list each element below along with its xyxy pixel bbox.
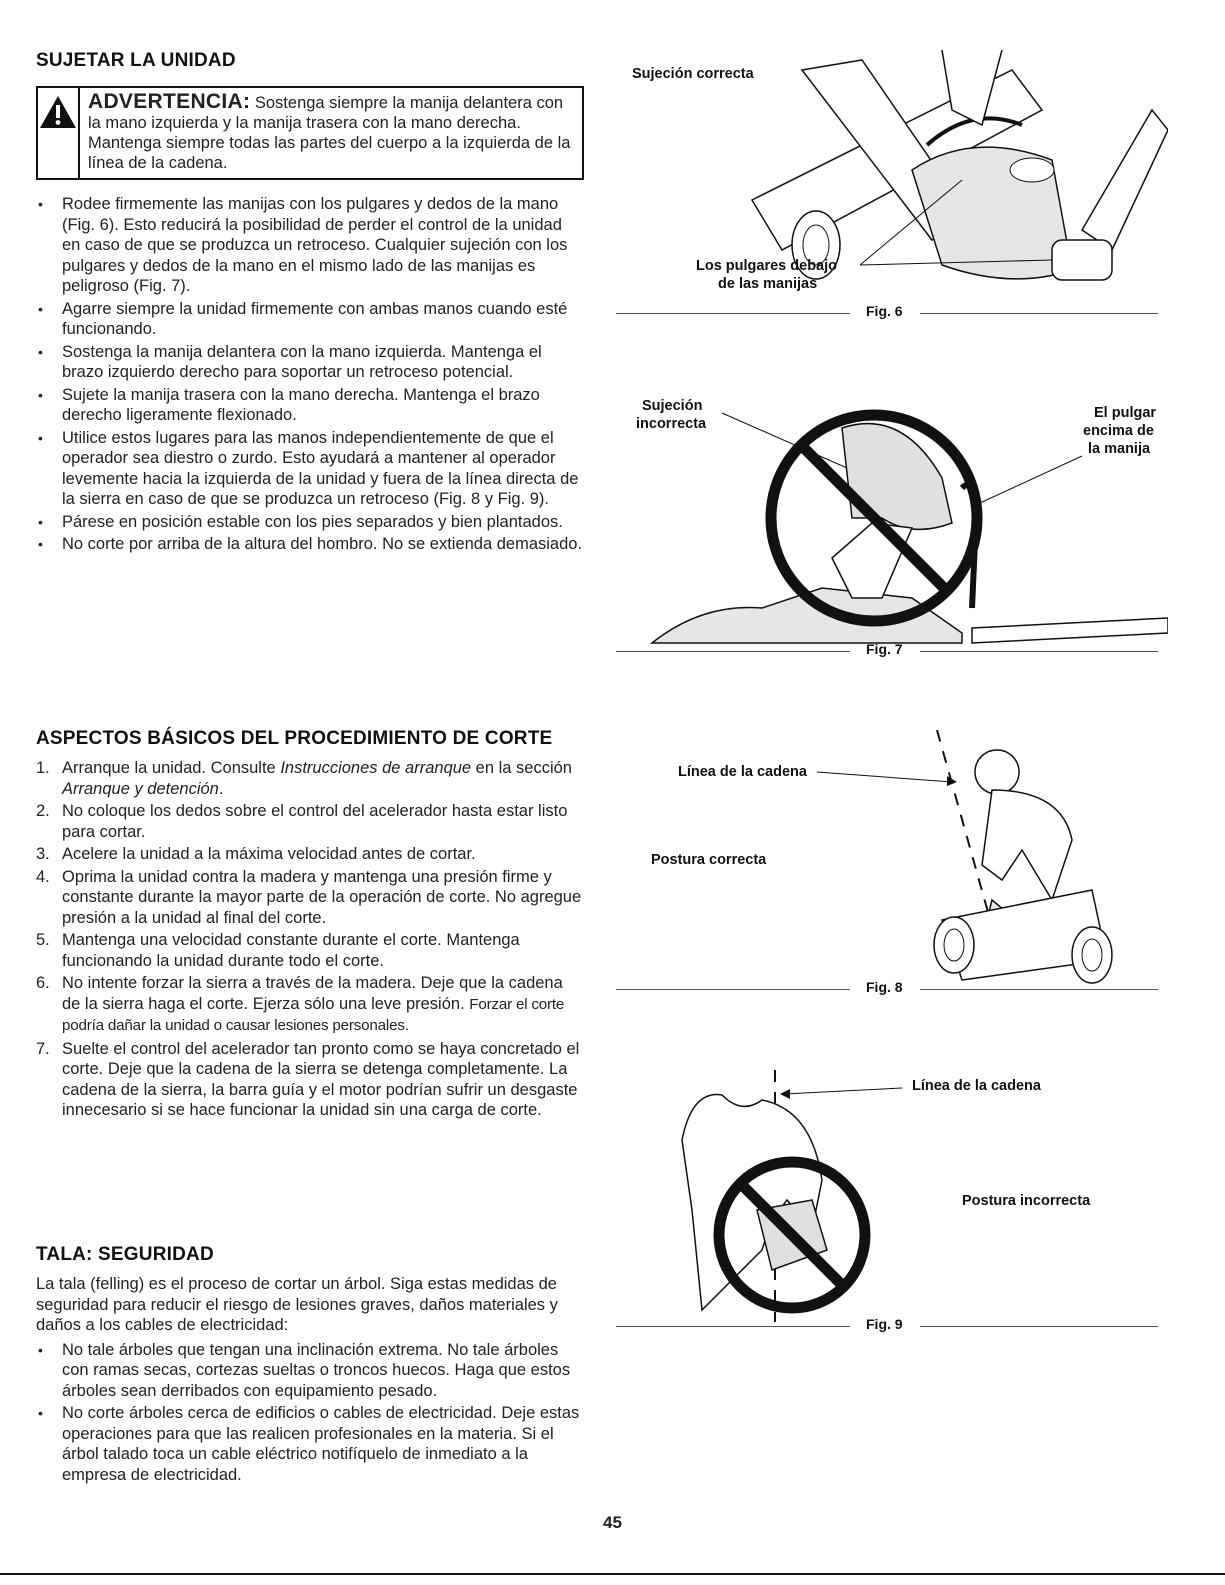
warning-label: ADVERTENCIA: [88, 90, 251, 113]
warning-triangle-icon [40, 96, 76, 128]
fig8-caption: Fig. 8 [866, 979, 903, 995]
step-text: Arranque la unidad. Consulte [62, 759, 281, 777]
correct-grip-illustration [750, 50, 1168, 281]
divider [920, 1326, 1158, 1327]
list-item: 5. Mantenga una velocidad constante duran… [36, 930, 584, 971]
list-item: 6. No intente forzar la sierra a través d… [36, 973, 584, 1037]
fig9-label-posture: Postura incorrecta [962, 1193, 1091, 1209]
fig7-label-wrong-line2: incorrecta [636, 416, 707, 432]
fig7-label-thumb-line1: El pulgar [1094, 405, 1157, 421]
section-title-hold: SUJETAR LA UNIDAD [36, 50, 236, 71]
figure-6: Sujeción correcta Los pulgares debajo de… [612, 50, 1168, 320]
fig6-caption: Fig. 6 [866, 303, 903, 319]
fig6-label-top: Sujeción correcta [632, 66, 754, 82]
step-reference: Arranque y detención [62, 779, 219, 798]
list-item: Sostenga la manija delantera con la mano… [36, 342, 584, 383]
list-item: No corte por arriba de la altura del hom… [36, 534, 584, 555]
step-text: No intente forzar la sierra a través de … [62, 974, 563, 1013]
step-number: 4. [36, 867, 50, 886]
cutting-step-list: 1. Arranque la unidad. Consulte Instrucc… [36, 758, 584, 1121]
step-number: 2. [36, 802, 50, 820]
step-number: 3. [36, 845, 50, 863]
list-item: Utilice estos lugares para las manos ind… [36, 428, 584, 510]
list-item: Agarre siempre la unidad firmemente con … [36, 299, 584, 340]
step-text: Mantenga una velocidad constante durante… [62, 931, 520, 970]
fig7-label-wrong-line1: Sujeción [642, 398, 703, 414]
section-title-cutting: ASPECTOS BÁSICOS DEL PROCEDIMIENTO DE CO… [36, 728, 553, 749]
step-text: Suelte el control del acelerador tan pro… [62, 1039, 580, 1120]
fig9-label-chain: Línea de la cadena [912, 1078, 1041, 1094]
warning-text: ADVERTENCIA: Sostenga siempre la manija … [80, 88, 582, 178]
figure-9: Línea de la cadena Postura incorrecta Fi… [612, 1070, 1168, 1340]
step-text: . [218, 779, 224, 798]
fig7-caption: Fig. 7 [866, 641, 903, 657]
step-text: No coloque los dedos sobre el control de… [62, 802, 568, 841]
list-item: 3. Acelere la unidad a la máxima velocida… [36, 844, 584, 865]
divider [616, 313, 850, 314]
divider [616, 989, 850, 990]
fig6-label-thumbs-line2: de las manijas [718, 276, 818, 292]
fig8-label-posture: Postura correcta [651, 852, 767, 868]
step-reference: Instrucciones de arranque [280, 759, 472, 777]
divider [616, 1326, 850, 1327]
list-item: 1. Arranque la unidad. Consulte Instrucc… [36, 758, 584, 799]
list-item: Sujete la manija trasera con la mano der… [36, 385, 584, 426]
list-item: Párese en posición estable con los pies … [36, 512, 584, 533]
prohibited-icon [713, 1156, 871, 1314]
step-number: 7. [36, 1039, 50, 1058]
section-title-felling: TALA: SEGURIDAD [36, 1244, 214, 1265]
step-text: Oprima la unidad contra la madera y mant… [62, 867, 582, 927]
felling-intro: La tala (felling) es el proceso de corta… [36, 1275, 558, 1334]
step-number: 1. [36, 759, 50, 777]
figure-8: Línea de la cadena Postura correcta Fig.… [612, 730, 1168, 1000]
divider [920, 989, 1158, 990]
divider [920, 651, 1158, 652]
fig6-label-thumbs-line1: Los pulgares debajo [696, 258, 837, 274]
list-item: 4. Oprima la unidad contra la madera y ma… [36, 867, 584, 929]
step-text: Acelere la unidad a la máxima velocidad … [62, 845, 476, 863]
divider [616, 651, 850, 652]
list-item: 7. Suelte el control del acelerador tan p… [36, 1039, 584, 1121]
fig7-label-thumb-line3: la manija [1088, 441, 1151, 457]
incorrect-posture-illustration [681, 1070, 903, 1322]
bottom-rule [0, 1573, 1225, 1575]
figure-7: Sujeción incorrecta El pulgar encima de … [612, 388, 1168, 668]
list-item: 2. No coloque los dedos sobre el control … [36, 801, 584, 842]
fig7-label-thumb-line2: encima de [1083, 423, 1154, 439]
list-item: Rodee firmemente las manijas con los pul… [36, 194, 584, 297]
warning-box: ADVERTENCIA: Sostenga siempre la manija … [36, 86, 584, 180]
divider [920, 313, 1158, 314]
list-item: No corte árboles cerca de edificios o ca… [36, 1403, 584, 1485]
step-number: 6. [36, 974, 50, 992]
step-number: 5. [36, 931, 50, 949]
felling-bullet-list: No tale árboles que tengan una inclinaci… [36, 1340, 584, 1486]
warning-body: Sostenga siempre la manija delantera con… [88, 94, 571, 172]
fig9-caption: Fig. 9 [866, 1316, 903, 1332]
left-column: SUJETAR LA UNIDAD ADVERTENCIA: Sostenga … [36, 50, 584, 557]
page-number: 45 [603, 1513, 622, 1532]
fig8-label-chain: Línea de la cadena [678, 764, 807, 780]
cutting-section: ASPECTOS BÁSICOS DEL PROCEDIMIENTO DE CO… [36, 728, 584, 1123]
step-text-small: Forzar el corte podría dañar la unidad o… [62, 995, 565, 1035]
prohibited-icon [765, 409, 983, 627]
incorrect-grip-illustration [649, 409, 1168, 644]
warning-icon-cell [38, 88, 80, 178]
hold-bullet-list: Rodee firmemente las manijas con los pul… [36, 194, 584, 555]
correct-posture-illustration [816, 730, 1113, 984]
felling-section: TALA: SEGURIDAD La tala (felling) es el … [36, 1244, 584, 1487]
step-text: en la sección [471, 759, 572, 777]
list-item: No tale árboles que tengan una inclinaci… [36, 1340, 584, 1402]
